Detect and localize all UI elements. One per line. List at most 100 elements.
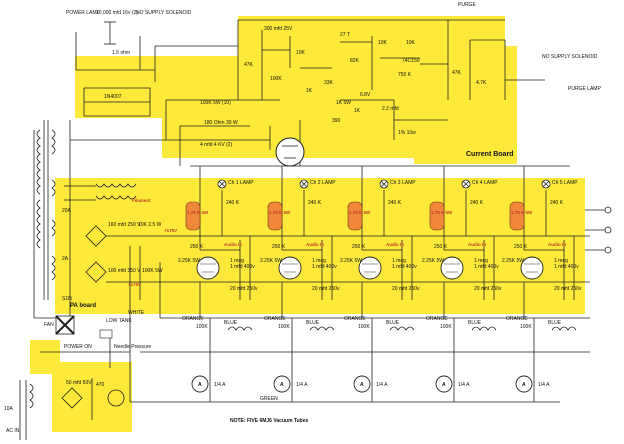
label-purge: PURGE xyxy=(458,2,476,8)
resistor-1-75k xyxy=(347,201,363,231)
label-green: GREEN xyxy=(260,396,278,402)
label-r100k: 100K xyxy=(270,76,282,82)
board-highlights xyxy=(30,16,585,432)
orange-wire-label: ORANGE xyxy=(344,316,366,322)
orange-resistor-label: 1.75 K 5W xyxy=(431,210,453,215)
label-ohm: 1.5 ohm xyxy=(112,50,130,56)
label-ic: 74C150 xyxy=(402,58,420,64)
audio-in-label: Audio In xyxy=(386,242,404,247)
r250-label: 250 K xyxy=(272,244,286,250)
r250-label: 250 K xyxy=(190,244,204,250)
audio-in-label: Audio In xyxy=(306,242,324,247)
mid-labels: 160 mfd 250 V 10K 2.5 W 100 mfd 350 V 10… xyxy=(4,208,278,434)
r240-label: 240 K xyxy=(226,200,240,206)
meter-range-label: 1/4 A xyxy=(214,382,226,388)
orange-resistor-label: 1.75 K 5W xyxy=(511,210,533,215)
tube-6mj6 xyxy=(440,256,464,280)
channel-lamp-label: Ch 1 LAMP xyxy=(228,180,254,186)
audio-in-label: Audio In xyxy=(224,242,242,247)
ammeter-symbol: A xyxy=(522,382,526,388)
label-r750k: 750 K xyxy=(398,72,412,78)
label-cap-300: 300 mfd 25V xyxy=(264,26,293,32)
tube-6mj6 xyxy=(278,256,302,280)
r250-label: 250 K xyxy=(352,244,366,250)
r240-label: 240 K xyxy=(550,200,564,206)
r225-label: 2.25K 5W xyxy=(422,258,444,264)
r100k-label: 100K xyxy=(440,324,452,330)
label-cap-27: 27 T xyxy=(340,32,350,38)
r100k-label: 100K xyxy=(278,324,290,330)
label-r10k25: 10K 2.5 W xyxy=(138,222,162,228)
filament-coils xyxy=(64,183,137,201)
label-cap22: 2.2 mfd xyxy=(382,106,399,112)
r225-label: 2.25K 5W xyxy=(178,258,200,264)
r100k-label: 100K xyxy=(520,324,532,330)
r100k-label: 100K xyxy=(358,324,370,330)
label-ac-in: AC IN xyxy=(6,428,20,434)
tube-6mj6 xyxy=(358,256,382,280)
r240-label: 240 K xyxy=(388,200,402,206)
resistor-1-75k xyxy=(185,201,201,231)
label-low-tank: LOW TANK xyxy=(106,318,132,324)
label-r390: 390 xyxy=(332,118,341,124)
resistor-1-75k xyxy=(509,201,525,231)
label-r10k-c: 10K xyxy=(406,40,416,46)
orange-resistor-label: 1.75 K 5W xyxy=(269,210,291,215)
current-board-title: Current Board xyxy=(466,151,513,158)
ammeter-icon xyxy=(273,375,291,393)
label-175v-b: +175V xyxy=(128,282,141,287)
label-r82k: 82K xyxy=(350,58,360,64)
r225-label: 2.25K 5W xyxy=(502,258,524,264)
r1m-label: 1 meg xyxy=(230,258,244,264)
r225-label: 2.25K 5W xyxy=(340,258,362,264)
blue-wire-label: BLUE xyxy=(224,320,238,326)
c1-label: 1 mfd 400v xyxy=(474,264,499,270)
label-r476: 4.7K xyxy=(476,80,487,86)
r225-label: 2.25K 5W xyxy=(260,258,282,264)
orange-resistor-label: 1.75 K 5W xyxy=(349,210,371,215)
ammeter-symbol: A xyxy=(360,382,364,388)
c1-label: 1 mfd 400v xyxy=(230,264,255,270)
current-board-region xyxy=(75,16,517,164)
ammeter-symbol: A xyxy=(280,382,284,388)
pa-board-title: PA board xyxy=(70,303,96,309)
label-r470: 470 xyxy=(96,382,105,388)
label-pct: 1% 10w xyxy=(398,130,416,136)
output-connector xyxy=(585,206,612,254)
r100k-label: 100K xyxy=(196,324,208,330)
r250-label: 250 K xyxy=(434,244,448,250)
c1-label: 1 mfd 400v xyxy=(392,264,417,270)
c20-label: 20 mfd 250v xyxy=(554,286,582,292)
label-r33k: 33K xyxy=(324,80,334,86)
meter-range-label: 1/4 A xyxy=(376,382,388,388)
bridge-rectifier-lv xyxy=(85,261,107,283)
label-cap-top: 10,000 mfd 16v (2) xyxy=(96,10,138,16)
r1m-label: 1 meg xyxy=(392,258,406,264)
label-zener: 6.8V xyxy=(360,92,371,98)
label-white: WHITE xyxy=(128,310,145,316)
channel-lamp-label: Ch 4 LAMP xyxy=(472,180,498,186)
c1-label: 1 mfd 400v xyxy=(312,264,337,270)
label-needle: Needle Pressure xyxy=(114,344,151,350)
label-10a: 10A xyxy=(4,406,14,412)
label-2a: 2A xyxy=(62,256,69,262)
c20-label: 20 mfd 250v xyxy=(312,286,340,292)
label-r47k-a: 47K xyxy=(244,62,254,68)
orange-resistor-label: 1.75 K 5W xyxy=(187,210,209,215)
label-r100k5w: 100K 5W (10) xyxy=(200,100,231,106)
ammeter-icon xyxy=(435,375,453,393)
ammeter-symbol: A xyxy=(442,382,446,388)
r1m-label: 1 meg xyxy=(474,258,488,264)
label-power-lamp: POWER LAMP xyxy=(66,10,101,16)
meter-range-label: 1/4 A xyxy=(458,382,470,388)
orange-wire-label: ORANGE xyxy=(264,316,286,322)
label-c50: 50 mfd 50V xyxy=(66,380,92,386)
label-c160: 160 mfd 250 V xyxy=(108,222,141,228)
orange-wire-label: ORANGE xyxy=(182,316,204,322)
r1m-label: 1 meg xyxy=(312,258,326,264)
